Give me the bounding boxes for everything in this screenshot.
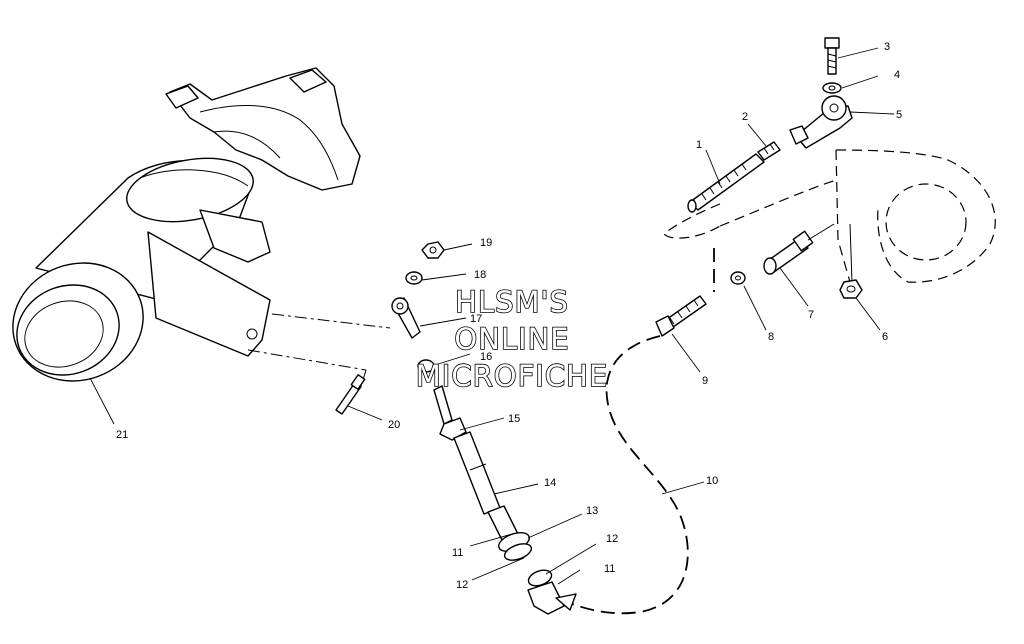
cable-adjuster-9 (655, 295, 707, 337)
callout-13: 13 (586, 505, 598, 517)
steering-post-21 (12, 67, 361, 382)
cable-jamnut-13 (487, 505, 533, 561)
callout-1: 1 (696, 139, 702, 151)
callout-19: 19 (480, 237, 492, 249)
callout-18: 18 (474, 269, 486, 281)
nut-19 (421, 241, 445, 259)
callout-14: 14 (544, 477, 556, 489)
callout-20: 20 (388, 419, 400, 431)
watermark-line-3: MICROFICHE (416, 359, 608, 393)
watermark: HLSM'S ONLINE MICROFICHE (415, 284, 608, 394)
callout-16: 16 (480, 351, 492, 363)
callout-15: 15 (508, 413, 520, 425)
washer-4 (822, 82, 842, 94)
callout-2: 2 (742, 111, 748, 123)
callout-12-right: 12 (606, 533, 618, 545)
callout-labels: 1 2 3 4 5 6 7 8 9 10 11 11 12 12 13 14 1… (116, 41, 902, 591)
bolt-20 (335, 374, 366, 415)
callout-11-right: 11 (604, 563, 615, 575)
callout-10: 10 (706, 475, 718, 487)
callout-12-left: 12 (456, 579, 468, 591)
callout-5: 5 (896, 109, 902, 121)
nut-6 (839, 223, 863, 299)
cable-spring-rod-1 (687, 153, 765, 213)
callout-9: 9 (702, 375, 708, 387)
adjuster-sleeve-2 (757, 141, 781, 161)
ball-joint-5 (789, 95, 853, 149)
cable-sleeve-14 (453, 431, 501, 515)
cable-housing-7 (763, 223, 835, 275)
callout-11-left: 11 (452, 547, 463, 559)
leader-lines (89, 47, 895, 585)
watermark-line-1: HLSM'S (455, 285, 569, 319)
bracket-assembly (663, 149, 996, 283)
alignment-lines-post (247, 313, 391, 391)
callout-7: 7 (808, 309, 814, 321)
callout-3: 3 (884, 41, 890, 53)
washer-18 (405, 271, 423, 285)
callout-6: 6 (882, 331, 888, 343)
bolt-3 (824, 37, 840, 75)
callout-8: 8 (768, 331, 774, 343)
watermark-line-2: ONLINE (454, 322, 569, 356)
nut-16 (417, 359, 435, 373)
callout-4: 4 (894, 69, 900, 81)
cable-lower-fitting-12 (527, 569, 577, 615)
rod-end-17 (391, 297, 421, 339)
washer-8 (730, 271, 746, 285)
cable-fitting-15 (433, 385, 467, 441)
callout-21: 21 (116, 429, 128, 441)
throttle-cable-10 (571, 248, 715, 615)
callout-17: 17 (470, 313, 482, 325)
